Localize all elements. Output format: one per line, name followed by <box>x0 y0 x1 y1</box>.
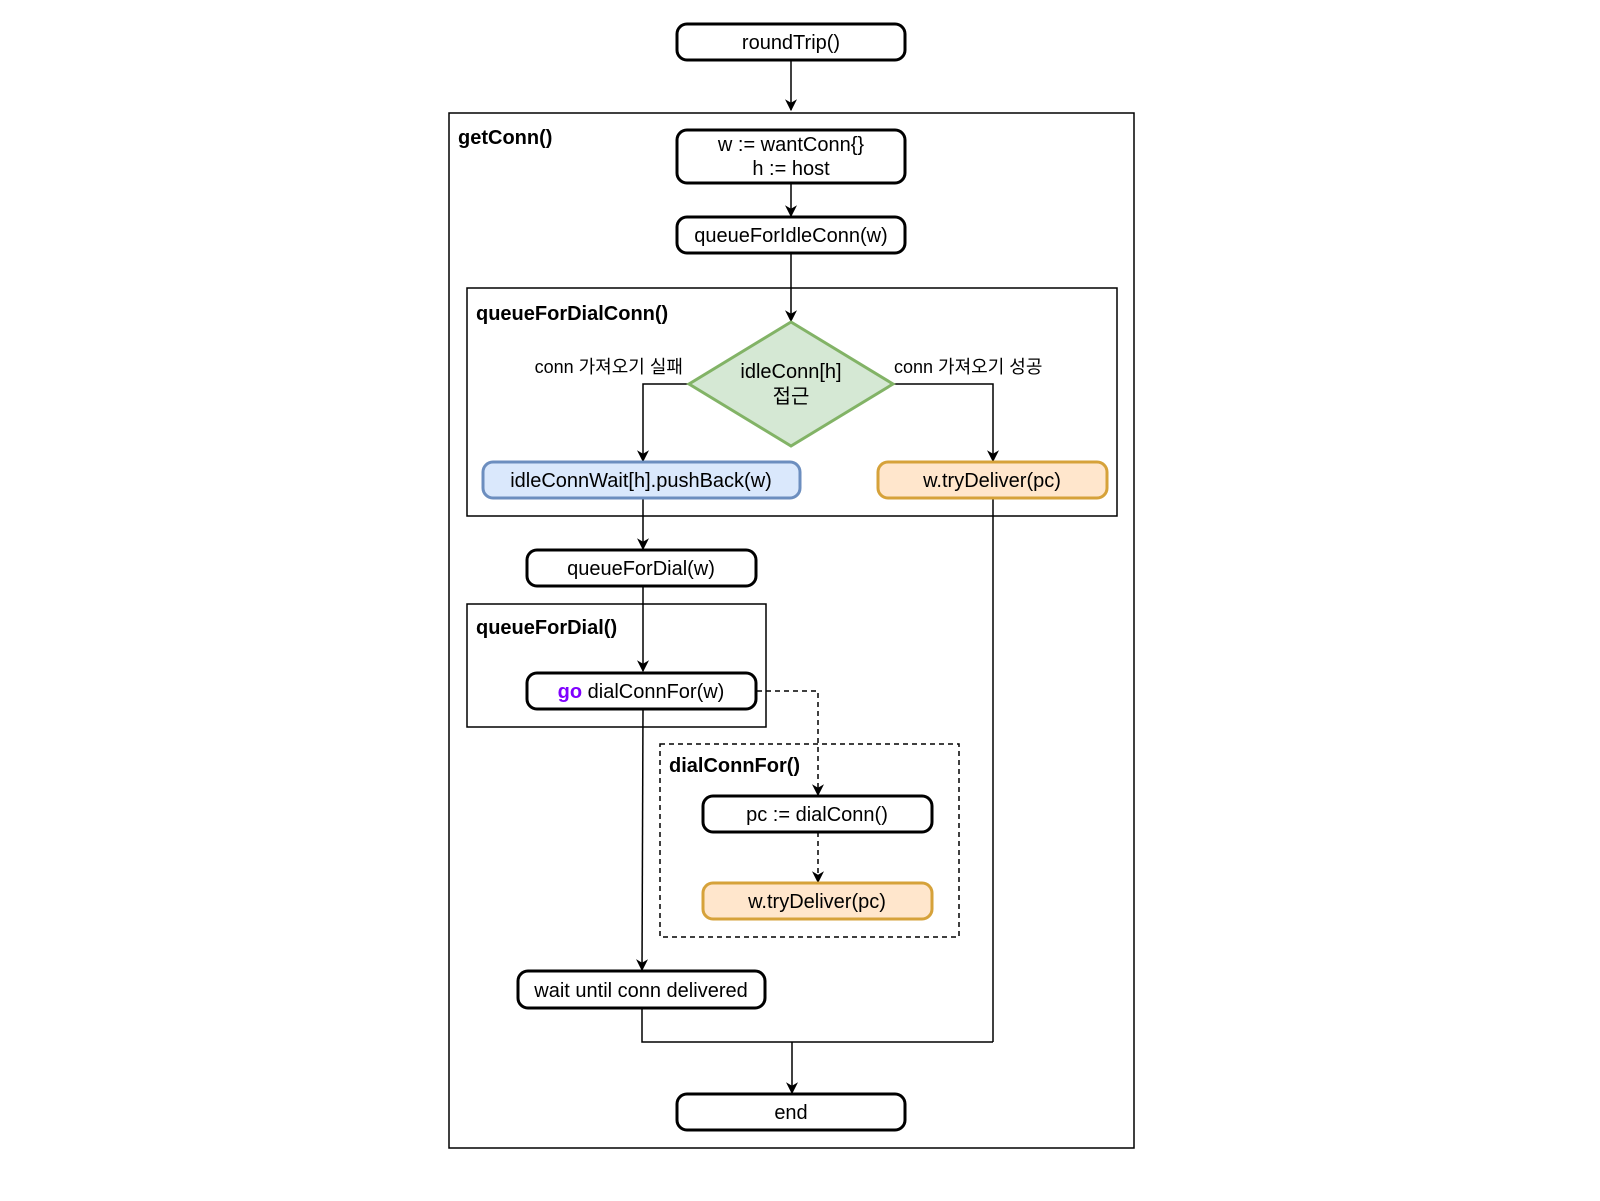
edges <box>636 60 999 1095</box>
node-queue-for-idle-conn: queueForIdleConn(w) <box>675 215 907 255</box>
node-queue-for-idle-conn-label: queueForIdleConn(w) <box>694 225 887 247</box>
edge-label-fail: conn 가져오기 실패 <box>535 357 683 377</box>
node-end: end <box>675 1092 907 1132</box>
node-try-deliver-2: w.tryDeliver(pc) <box>701 881 934 921</box>
container-queue-for-dial-conn: queueForDialConn() <box>466 287 1118 517</box>
node-idle-conn-wait-push-label: idleConnWait[h].pushBack(w) <box>510 470 772 492</box>
node-want-conn-line2: h := host <box>752 158 830 180</box>
container-queue-for-dial: queueForDial() <box>466 603 767 728</box>
node-idle-conn-decision: idleConn[h] 접근 <box>686 320 896 448</box>
node-queue-for-dial: queueForDial(w) <box>525 548 758 588</box>
dial-conn-for-call: dialConnFor(w) <box>582 681 724 703</box>
node-round-trip-label: roundTrip() <box>742 32 840 54</box>
node-idle-conn-wait-push: idleConnWait[h].pushBack(w) <box>481 460 802 500</box>
node-go-dial-conn-for-label: go dialConnFor(w) <box>558 681 725 703</box>
edge-decision-success <box>893 383 999 463</box>
container-title-get-conn: getConn() <box>458 127 552 149</box>
edge-decision-fail <box>637 383 689 463</box>
container-title-dial-conn-for: dialConnFor() <box>669 755 800 777</box>
node-want-conn-line1: w := wantConn{} <box>717 134 865 156</box>
node-dial-conn-label: pc := dialConn() <box>746 804 888 826</box>
node-try-deliver-1: w.tryDeliver(pc) <box>876 460 1109 500</box>
node-idle-conn-line2: 접근 <box>773 385 810 408</box>
node-end-label: end <box>774 1102 807 1124</box>
container-dial-conn-for: dialConnFor() <box>659 743 960 938</box>
node-wait-until-label: wait until conn delivered <box>533 980 747 1002</box>
node-queue-for-dial-label: queueForDial(w) <box>567 558 715 580</box>
go-keyword: go <box>558 681 582 703</box>
container-get-conn: getConn() <box>448 112 1135 1149</box>
edge-wait-to-merge <box>641 1008 993 1043</box>
node-idle-conn-line1: idleConn[h] <box>740 361 841 383</box>
node-want-conn: w := wantConn{} h := host <box>675 128 907 185</box>
node-try-deliver-2-label: w.tryDeliver(pc) <box>747 891 886 913</box>
container-title-queue-for-dial: queueForDial() <box>476 617 617 639</box>
container-title-queue-for-dial-conn: queueForDialConn() <box>476 303 668 325</box>
edge-label-success: conn 가져오기 성공 <box>894 357 1042 377</box>
node-go-dial-conn-for: go dialConnFor(w) <box>525 671 758 711</box>
edge-go-to-dialconn <box>757 690 824 797</box>
node-try-deliver-1-label: w.tryDeliver(pc) <box>922 470 1061 492</box>
node-round-trip: roundTrip() <box>675 22 907 62</box>
node-wait-until: wait until conn delivered <box>516 969 767 1010</box>
node-dial-conn: pc := dialConn() <box>701 794 934 834</box>
edge-go-to-wait <box>636 708 649 972</box>
